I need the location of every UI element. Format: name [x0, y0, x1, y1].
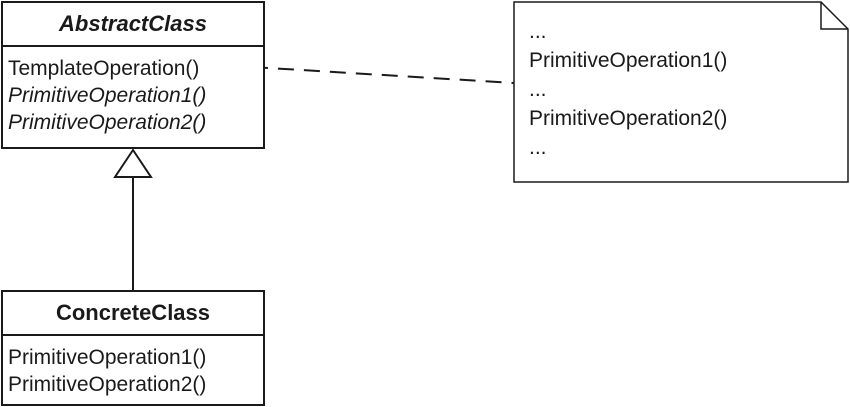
note-shape: [513, 1, 849, 183]
abstract-class-name: AbstractClass: [3, 3, 263, 47]
note-fold: [820, 2, 848, 30]
note-line: PrimitiveOperation1(): [529, 49, 728, 72]
primitive-operation-2: PrimitiveOperation2(): [8, 111, 207, 134]
primitive-operation-1: PrimitiveOperation1(): [8, 84, 207, 107]
note-line: ...: [529, 136, 547, 159]
abstract-class-operations: TemplateOperation() PrimitiveOperation1(…: [3, 47, 263, 136]
note[interactable]: ... PrimitiveOperation1() ... PrimitiveO…: [529, 17, 727, 162]
concrete-class-box[interactable]: ConcreteClass PrimitiveOperation1() Prim…: [1, 290, 265, 406]
note-line: ...: [529, 78, 547, 101]
note-line: ...: [529, 20, 547, 43]
template-operation: TemplateOperation(): [8, 57, 200, 80]
note-line: PrimitiveOperation2(): [529, 107, 728, 130]
abstract-class-box[interactable]: AbstractClass TemplateOperation() Primit…: [1, 1, 265, 149]
primitive-operation-1: PrimitiveOperation1(): [8, 346, 207, 369]
generalization-arrowhead: [113, 148, 153, 178]
concrete-class-name: ConcreteClass: [3, 292, 263, 336]
primitive-operation-2: PrimitiveOperation2(): [8, 373, 207, 396]
note-attachment-line: [251, 66, 515, 84]
concrete-class-operations: PrimitiveOperation1() PrimitiveOperation…: [3, 336, 263, 398]
